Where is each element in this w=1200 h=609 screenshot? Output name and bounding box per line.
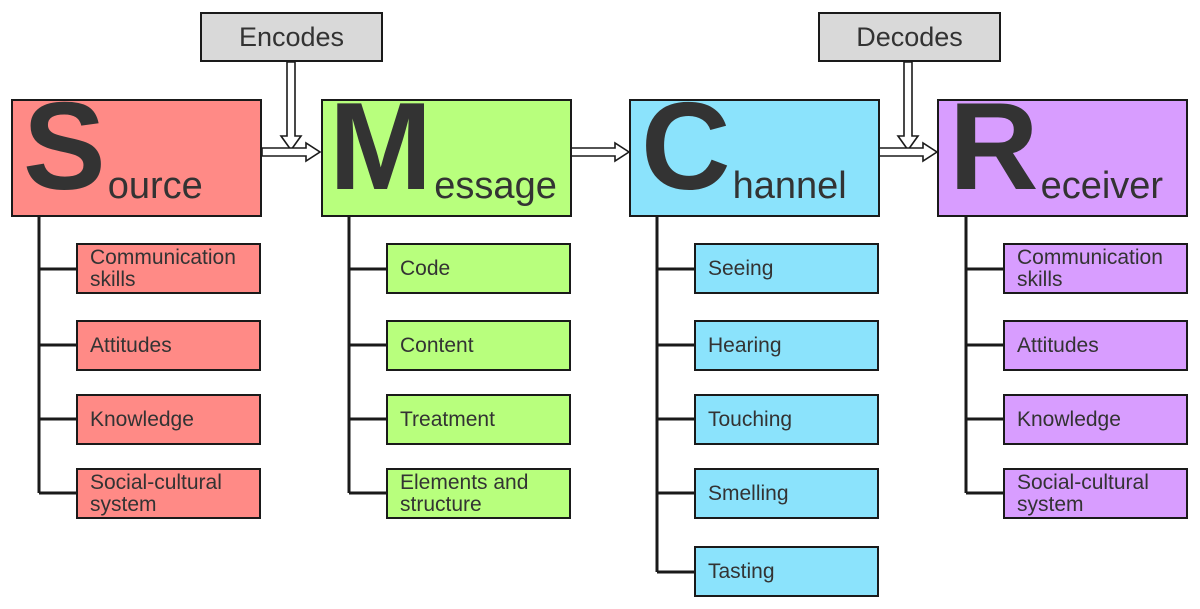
encodes-box: Encodes xyxy=(200,12,383,62)
channel-item: Touching xyxy=(694,394,879,445)
channel-to-receiver-arrow xyxy=(878,141,939,163)
decodes-arrow xyxy=(896,61,920,152)
receiver-initial: R xyxy=(949,78,1039,216)
source-rest: ource xyxy=(107,165,203,207)
message-initial: M xyxy=(329,78,433,216)
channel-rest: hannel xyxy=(732,165,847,207)
encodes-label: Encodes xyxy=(238,21,345,52)
source-item: Knowledge xyxy=(76,394,261,445)
receiver-item: Knowledge xyxy=(1003,394,1188,445)
channel-item: Tasting xyxy=(694,546,879,597)
source-tree-lines xyxy=(37,217,77,495)
message-rest: essage xyxy=(434,165,557,207)
decodes-label: Decodes xyxy=(856,21,963,52)
message-to-channel-arrow xyxy=(570,141,631,163)
message-item: Elements and structure xyxy=(386,468,571,519)
receiver-tree-lines xyxy=(964,217,1004,495)
channel-initial: C xyxy=(641,78,731,216)
encodes-arrow xyxy=(279,61,303,152)
message-item: Treatment xyxy=(386,394,571,445)
receiver-item: Attitudes xyxy=(1003,320,1188,371)
message-item: Code xyxy=(386,243,571,294)
source-item: Communication skills xyxy=(76,243,261,294)
message-tree-lines xyxy=(347,217,387,495)
channel-item: Hearing xyxy=(694,320,879,371)
receiver-item: Communication skills xyxy=(1003,243,1188,294)
channel-item: Smelling xyxy=(694,468,879,519)
source-to-message-arrow xyxy=(261,141,322,163)
message-item: Content xyxy=(386,320,571,371)
source-item: Social-cultural system xyxy=(76,468,261,519)
channel-tree-lines xyxy=(655,217,695,574)
source-initial: S xyxy=(23,78,106,216)
channel-item: Seeing xyxy=(694,243,879,294)
receiver-item: Social-cultural system xyxy=(1003,468,1188,519)
receiver-rest: eceiver xyxy=(1040,165,1164,207)
source-item: Attitudes xyxy=(76,320,261,371)
decodes-box: Decodes xyxy=(818,12,1001,62)
